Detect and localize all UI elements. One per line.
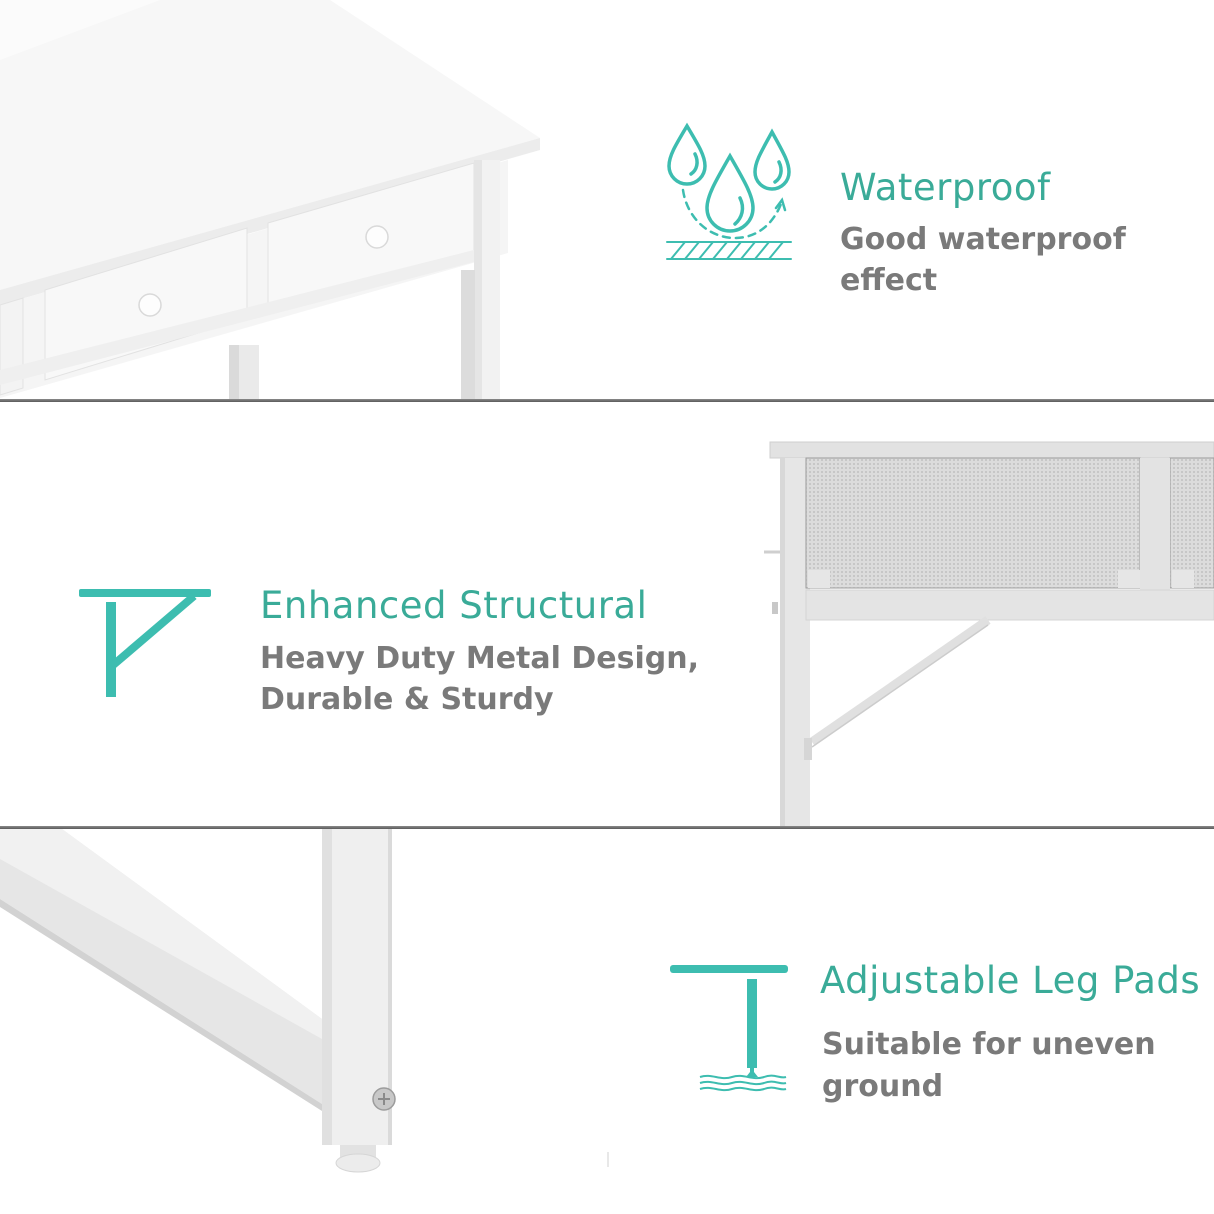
metal-frame-photo: [764, 441, 1214, 826]
feature-description-line: Good waterproof: [840, 222, 1126, 257]
feature-description-line: Heavy Duty Metal Design,: [260, 641, 699, 676]
feature-panel-structural: Enhanced Structural Heavy Duty Metal Des…: [0, 402, 1214, 826]
desk-drawers-photo: [0, 0, 540, 400]
water-drops-icon: [666, 122, 792, 260]
feature-title: Adjustable Leg Pads: [820, 959, 1201, 1002]
adjustable-leg-photo: [0, 829, 609, 1173]
feature-title: Waterproof: [840, 166, 1051, 209]
feature-description-line: Suitable for uneven: [822, 1027, 1156, 1062]
feature-description-line: effect: [840, 263, 938, 298]
feature-title: Enhanced Structural: [260, 584, 648, 627]
feature-description-line: Durable & Sturdy: [260, 682, 554, 717]
section-divider: [0, 826, 1214, 829]
adjustable-leg-pad-icon: [670, 965, 788, 1092]
feature-panel-waterproof: Waterproof Good waterproof effect: [0, 0, 1214, 400]
section-divider: [0, 399, 1214, 402]
feature-description-line: ground: [822, 1069, 944, 1104]
feature-panel-leg-pads: Adjustable Leg Pads Suitable for uneven …: [0, 829, 1214, 1214]
bracket-support-icon: [79, 589, 211, 697]
